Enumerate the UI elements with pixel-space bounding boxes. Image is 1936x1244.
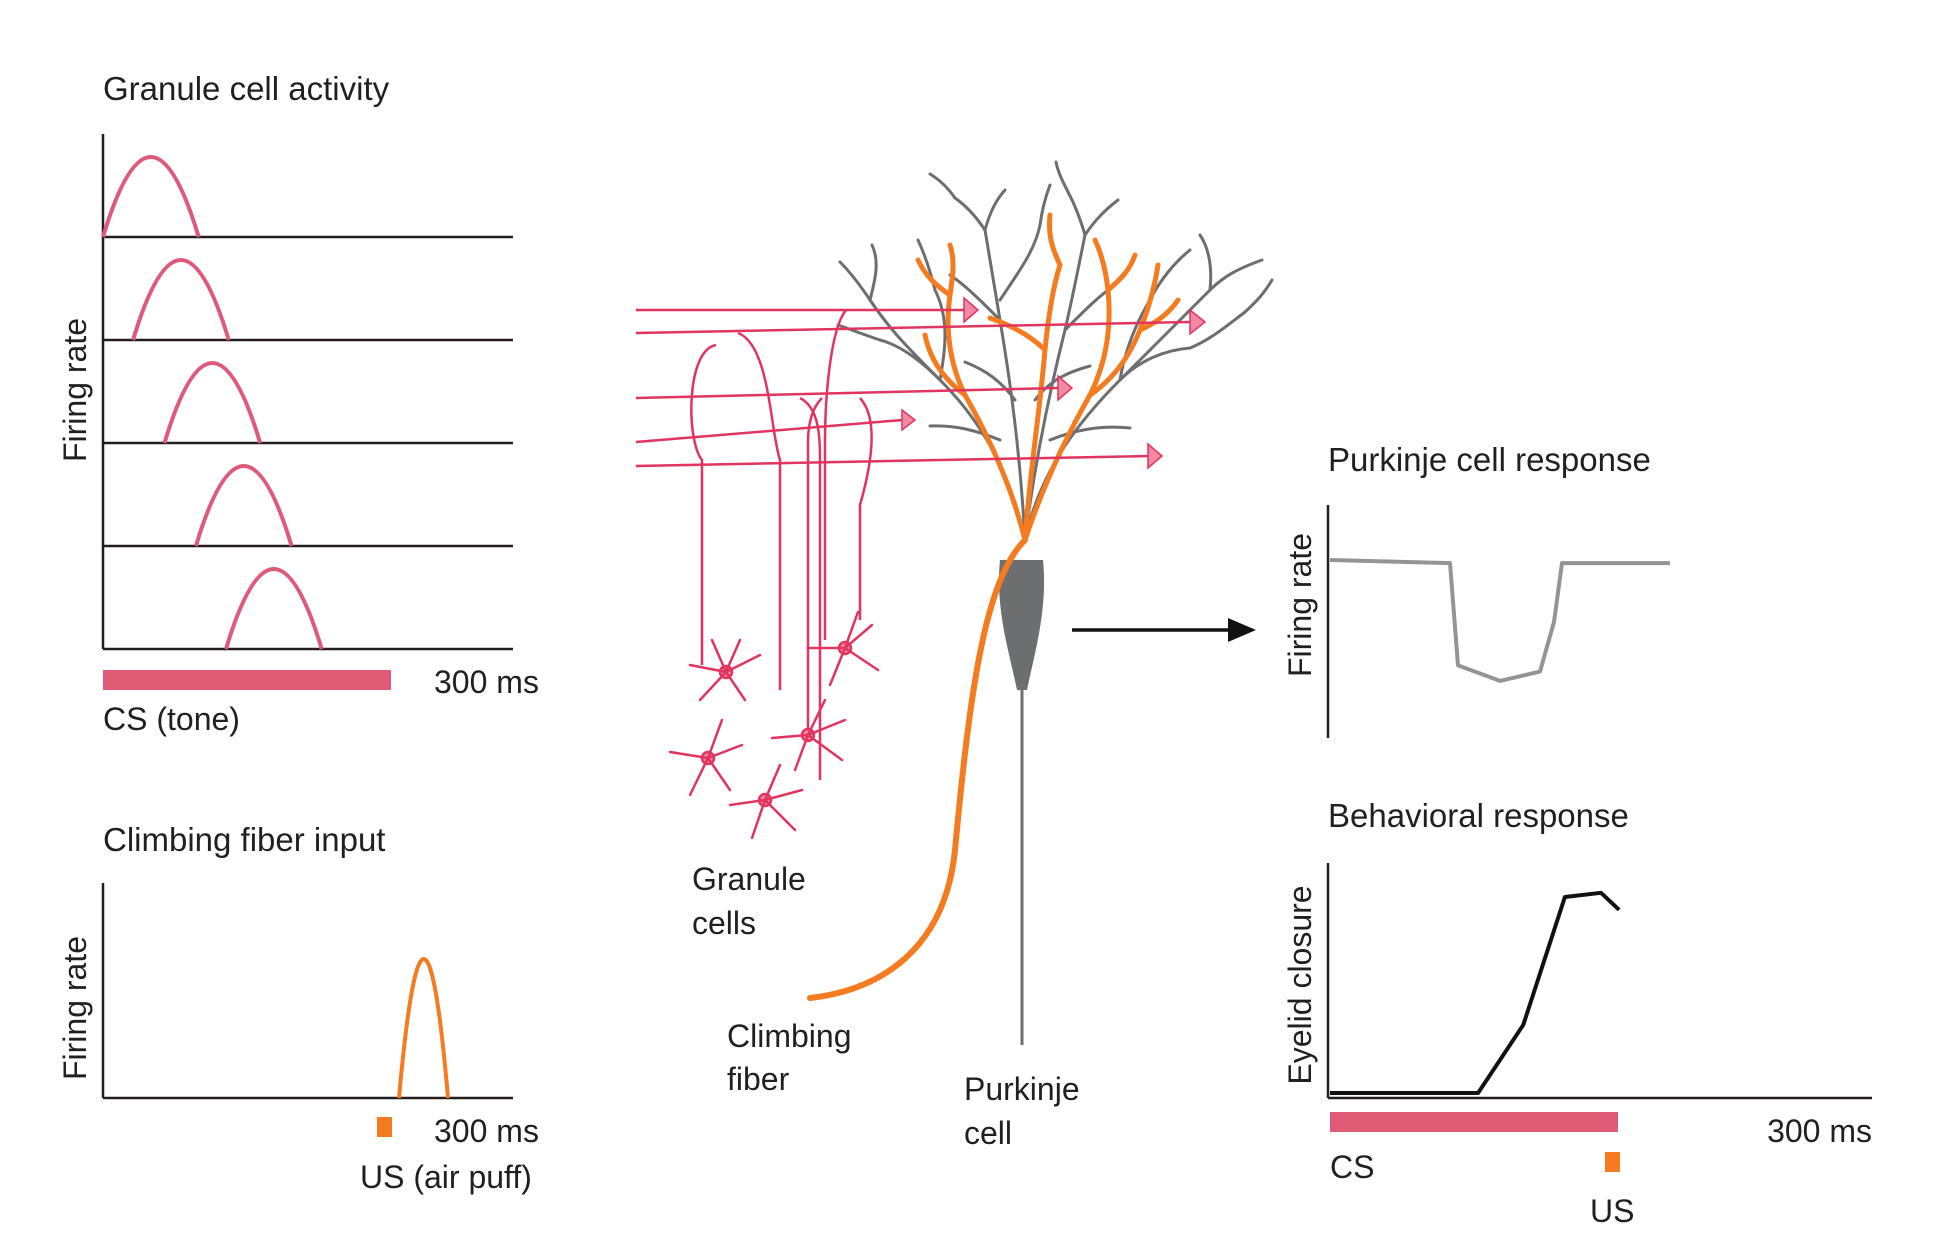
granule-activity-curve [101, 155, 201, 238]
climbing-panel-title: Climbing fiber input [103, 821, 385, 858]
parallel-fibers [635, 308, 1191, 780]
granule-curves [101, 155, 324, 650]
purkinje-cell-label-line2: cell [964, 1115, 1012, 1151]
purkinje-panel-title: Purkinje cell response [1328, 441, 1651, 478]
climbing-fiber-label-line2: fiber [727, 1061, 790, 1097]
eyelid-closure-line [1330, 890, 1621, 1095]
purkinje-dendrites [836, 160, 1274, 542]
purkinje-response-line [1329, 558, 1670, 683]
granule-activity-curve [162, 361, 263, 444]
granule-cells-label-line1: Granule [692, 861, 806, 897]
synapse-terminals [901, 296, 1207, 470]
climbing-fiber-axon [807, 537, 1028, 1001]
climbing-axes [101, 883, 513, 1100]
behavior-time-label: 300 ms [1767, 1113, 1872, 1149]
granule-panel-title: Granule cell activity [103, 70, 390, 107]
granule-activity-curve [131, 258, 231, 341]
cs-label: CS [1330, 1149, 1374, 1185]
purkinje-soma-axon [998, 560, 1045, 1045]
climbing-time-label: 300 ms [434, 1113, 539, 1149]
cs-tone-bar [103, 670, 391, 690]
granule-axes [101, 134, 513, 651]
cs-bar [1330, 1112, 1618, 1132]
climbing-fiber-branches [915, 212, 1181, 543]
us-label: US [1590, 1193, 1634, 1229]
climbing-ylabel: Firing rate [57, 936, 93, 1080]
granule-ylabel: Firing rate [57, 318, 93, 462]
output-arrowhead [1228, 618, 1256, 642]
granule-activity-curve [224, 567, 324, 650]
behavior-ylabel: Eyelid closure [1282, 885, 1318, 1084]
behavior-axes [1326, 863, 1872, 1100]
us-air-puff-label: US (air puff) [360, 1159, 532, 1195]
us-marker [377, 1117, 392, 1137]
purkinje-cell-label-line1: Purkinje [964, 1071, 1080, 1107]
purkinje-ylabel: Firing rate [1282, 533, 1318, 677]
climbing-fiber-spike [397, 957, 450, 1099]
climbing-fiber-label-line1: Climbing [727, 1018, 851, 1054]
granule-cell-bodies [668, 610, 880, 840]
behavior-panel-title: Behavioral response [1328, 797, 1629, 834]
granule-cells-label-line2: cells [692, 905, 756, 941]
cs-tone-label: CS (tone) [103, 701, 240, 737]
us-marker-behavior [1605, 1152, 1620, 1172]
granule-time-label: 300 ms [434, 664, 539, 700]
granule-activity-curve [194, 464, 294, 547]
